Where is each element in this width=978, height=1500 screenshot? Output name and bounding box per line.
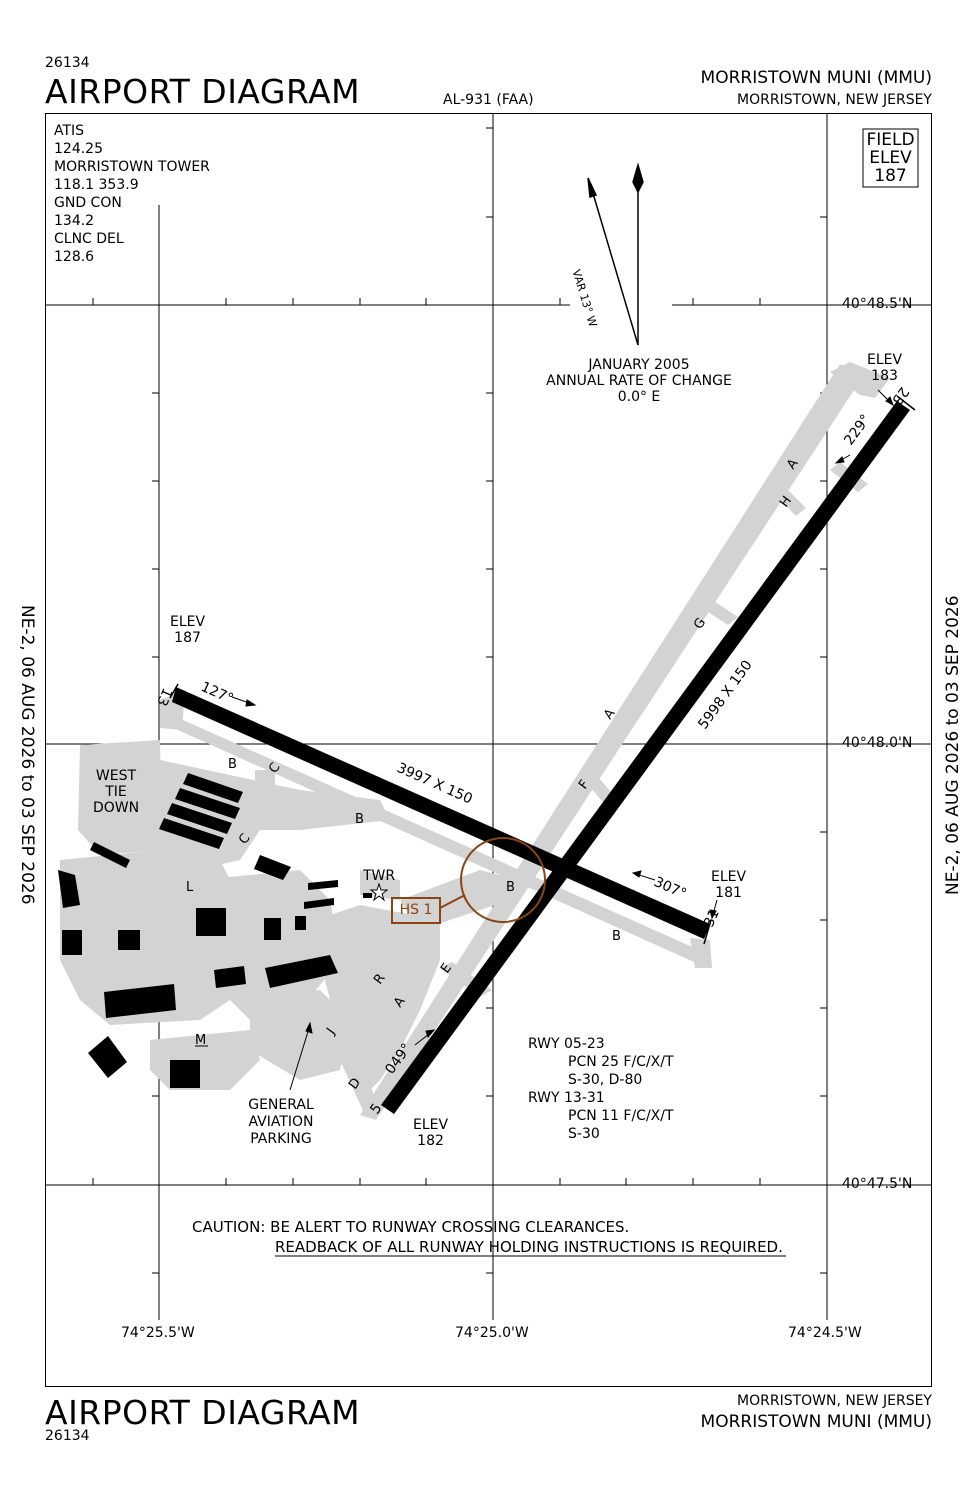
taxiway-m-label: M	[195, 1033, 206, 1048]
rwy-31-number: 31	[701, 907, 723, 930]
north-arrow-icon	[587, 162, 644, 346]
west-tie-down-line-0: WEST	[95, 768, 137, 784]
rwy-31-elev-value: 181	[715, 885, 742, 901]
taxiways-and-aprons	[60, 362, 890, 1120]
caution-line-1: CAUTION: BE ALERT TO RUNWAY CROSSING CLE…	[192, 1218, 630, 1236]
freq-line-5: 134.2	[54, 213, 95, 229]
pcn-notes: RWY 05-23 PCN 25 F/C/X/T S-30, D-80 RWY …	[528, 1035, 674, 1143]
runway-end-markers	[169, 395, 916, 945]
magnetic-rate-label: ANNUAL RATE OF CHANGE	[546, 373, 732, 389]
longitude-3: 74°24.5'W	[788, 1325, 862, 1341]
freq-line-3: 118.1 353.9	[54, 177, 139, 193]
west-tie-down-label: WEST TIE DOWN	[84, 768, 148, 816]
magnetic-rate: 0.0° E	[617, 389, 661, 405]
lat-lon-grid	[45, 113, 932, 1320]
freq-line-4: GND CON	[54, 195, 122, 211]
ga-parking-line-2: PARKING	[250, 1131, 312, 1147]
magnetic-info: JANUARY 2005 ANNUAL RATE OF CHANGE 0.0° …	[510, 357, 768, 405]
taxiway-b-label-1: B	[228, 757, 237, 772]
city-state-top: MORRISTOWN, NEW JERSEY	[737, 92, 932, 108]
tower-label: TWR	[363, 868, 396, 884]
rwy-13-elev-label: ELEV	[170, 614, 206, 630]
longitude-1: 74°25.5'W	[121, 1325, 195, 1341]
longitude-2: 74°25.0'W	[455, 1325, 529, 1341]
rwy-23-elev: ELEV 183	[867, 352, 902, 384]
ga-parking-label: GENERAL AVIATION PARKING	[236, 1097, 326, 1148]
field-elev-line2: ELEV	[869, 148, 912, 168]
west-tie-down-line-1: TIE	[105, 784, 127, 800]
pcn-line-1: PCN 25 F/C/X/T	[568, 1054, 674, 1070]
buildings	[58, 773, 372, 1088]
rwy-5-elev-value: 182	[417, 1133, 444, 1149]
pcn-line-5: S-30	[568, 1126, 600, 1142]
freq-line-1: 124.25	[54, 141, 103, 157]
rwy-5-elev-label: ELEV	[413, 1117, 449, 1133]
latitude-1: 40°48.5'N	[842, 296, 913, 312]
pcn-line-3: RWY 13-31	[528, 1090, 605, 1106]
rwy-31-elev: ELEV 181	[711, 869, 746, 901]
latitude-2: 40°48.0'N	[842, 735, 913, 751]
rwy-13-number: 13	[153, 685, 175, 708]
rwy-5-elev: ELEV 182	[413, 1117, 448, 1149]
rwy-31-elev-label: ELEV	[711, 869, 747, 885]
hot-spot-circle	[460, 837, 546, 923]
pcn-line-4: PCN 11 F/C/X/T	[568, 1108, 674, 1124]
airport-name-bottom: MORRISTOWN MUNI (MMU)	[700, 1412, 932, 1432]
procedure-id: AL-931 (FAA)	[443, 92, 534, 108]
city-state-bottom: MORRISTOWN, NEW JERSEY	[737, 1393, 932, 1409]
rwy-13-elev: ELEV 187	[170, 614, 205, 646]
chart-id-bottom: 26134	[45, 1428, 90, 1444]
runway-05-23	[381, 401, 910, 1114]
magnetic-date: JANUARY 2005	[588, 357, 690, 373]
rwy-31-heading: 307°	[651, 874, 688, 902]
freq-line-2: MORRISTOWN TOWER	[54, 159, 210, 175]
taxiway-b-label-3: B	[506, 880, 515, 895]
field-elev-box	[862, 128, 919, 188]
pcn-line-0: RWY 05-23	[528, 1036, 605, 1052]
rwy-13-elev-value: 187	[174, 630, 201, 646]
latitude-3: 40°47.5'N	[842, 1176, 913, 1192]
taxiway-l-label: L	[186, 880, 194, 895]
ga-parking-line-0: GENERAL	[248, 1097, 314, 1113]
field-elev: FIELD ELEV 187	[863, 131, 918, 185]
taxiway-b-label-2: B	[355, 812, 364, 827]
ga-parking-line-1: AVIATION	[248, 1114, 314, 1130]
frequencies-panel: ATIS 124.25 MORRISTOWN TOWER 118.1 353.9…	[54, 122, 210, 266]
chart-title-top: AIRPORT DIAGRAM	[45, 72, 361, 111]
rwy-23-elev-value: 183	[871, 368, 898, 384]
west-tie-down-line-2: DOWN	[92, 800, 140, 816]
freq-line-0: ATIS	[54, 123, 85, 139]
taxiway-b-label-4: B	[612, 929, 621, 944]
field-elev-value: 187	[874, 166, 907, 186]
rwy-23-elev-label: ELEV	[867, 352, 903, 368]
field-elev-line1: FIELD	[866, 130, 915, 150]
hot-spot-1	[391, 837, 546, 924]
runway-13-31	[172, 687, 710, 939]
tower-star-icon	[369, 882, 389, 902]
hot-spot-label: HS 1	[399, 902, 433, 918]
freq-line-6: CLNC DEL	[54, 231, 124, 247]
chart-title-bottom: AIRPORT DIAGRAM	[45, 1393, 361, 1432]
chart-id-top: 26134	[45, 55, 90, 71]
diagram-frame	[45, 113, 932, 1387]
pcn-line-2: S-30, D-80	[568, 1072, 643, 1088]
ga-parking-arrow	[289, 1021, 313, 1091]
hot-spot-box	[391, 897, 441, 924]
heading-arrows	[231, 389, 894, 1046]
caution-line-2: READBACK OF ALL RUNWAY HOLDING INSTRUCTI…	[275, 1238, 783, 1256]
freq-line-7: 128.6	[54, 249, 95, 265]
runways	[172, 401, 910, 1114]
airport-name-top: MORRISTOWN MUNI (MMU)	[700, 68, 932, 88]
